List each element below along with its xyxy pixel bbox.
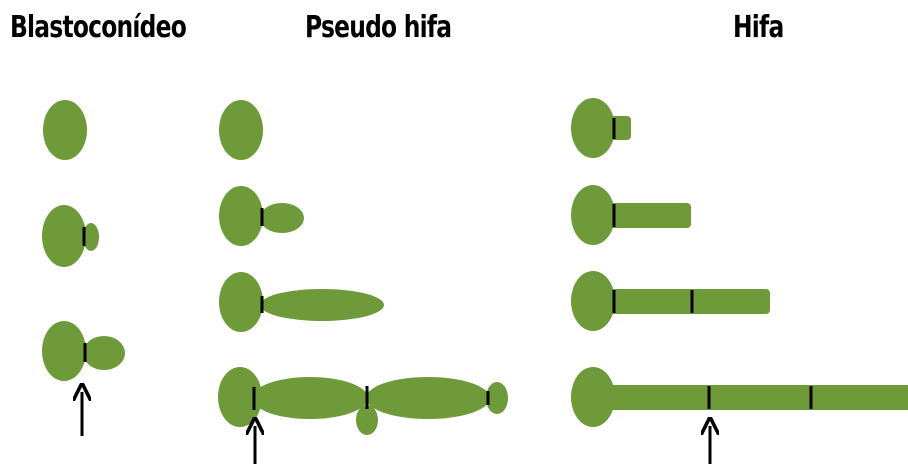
mother-cell (42, 321, 86, 381)
hypha (605, 289, 770, 314)
pseudohyphal-cell (366, 377, 490, 419)
yeast-cell (571, 271, 615, 331)
bud (83, 336, 125, 370)
yeast-cell (219, 100, 263, 160)
yeast-cell (43, 100, 87, 160)
pseudo-hifa-stage-3 (219, 272, 384, 332)
blastoconideo-stage-3 (42, 321, 125, 381)
hifa-stage-2 (571, 185, 691, 245)
blastoconideo-stage-1 (43, 100, 87, 160)
elongated-bud (260, 203, 304, 233)
pseudo-hifa-stage-2 (219, 186, 304, 246)
hypha (605, 385, 908, 410)
blastoconideo-stage-2 (42, 205, 99, 267)
hifa-stage-1 (571, 98, 631, 158)
hifa-stage-3 (571, 271, 770, 331)
yeast-cell (571, 367, 615, 427)
pseudo-hifa-stage-1 (219, 100, 263, 160)
yeast-cell (571, 98, 615, 158)
mother-cell (219, 272, 263, 332)
germ-tube (605, 203, 691, 228)
lateral-bud (356, 405, 378, 435)
yeast-cell (571, 185, 615, 245)
pseudo-hifa-stage-4 (218, 367, 508, 435)
elongated-bud (260, 289, 384, 321)
mother-cell (42, 205, 86, 267)
pseudohyphal-cell (252, 377, 368, 419)
mother-cell (219, 186, 263, 246)
hifa-stage-4 (571, 367, 908, 427)
